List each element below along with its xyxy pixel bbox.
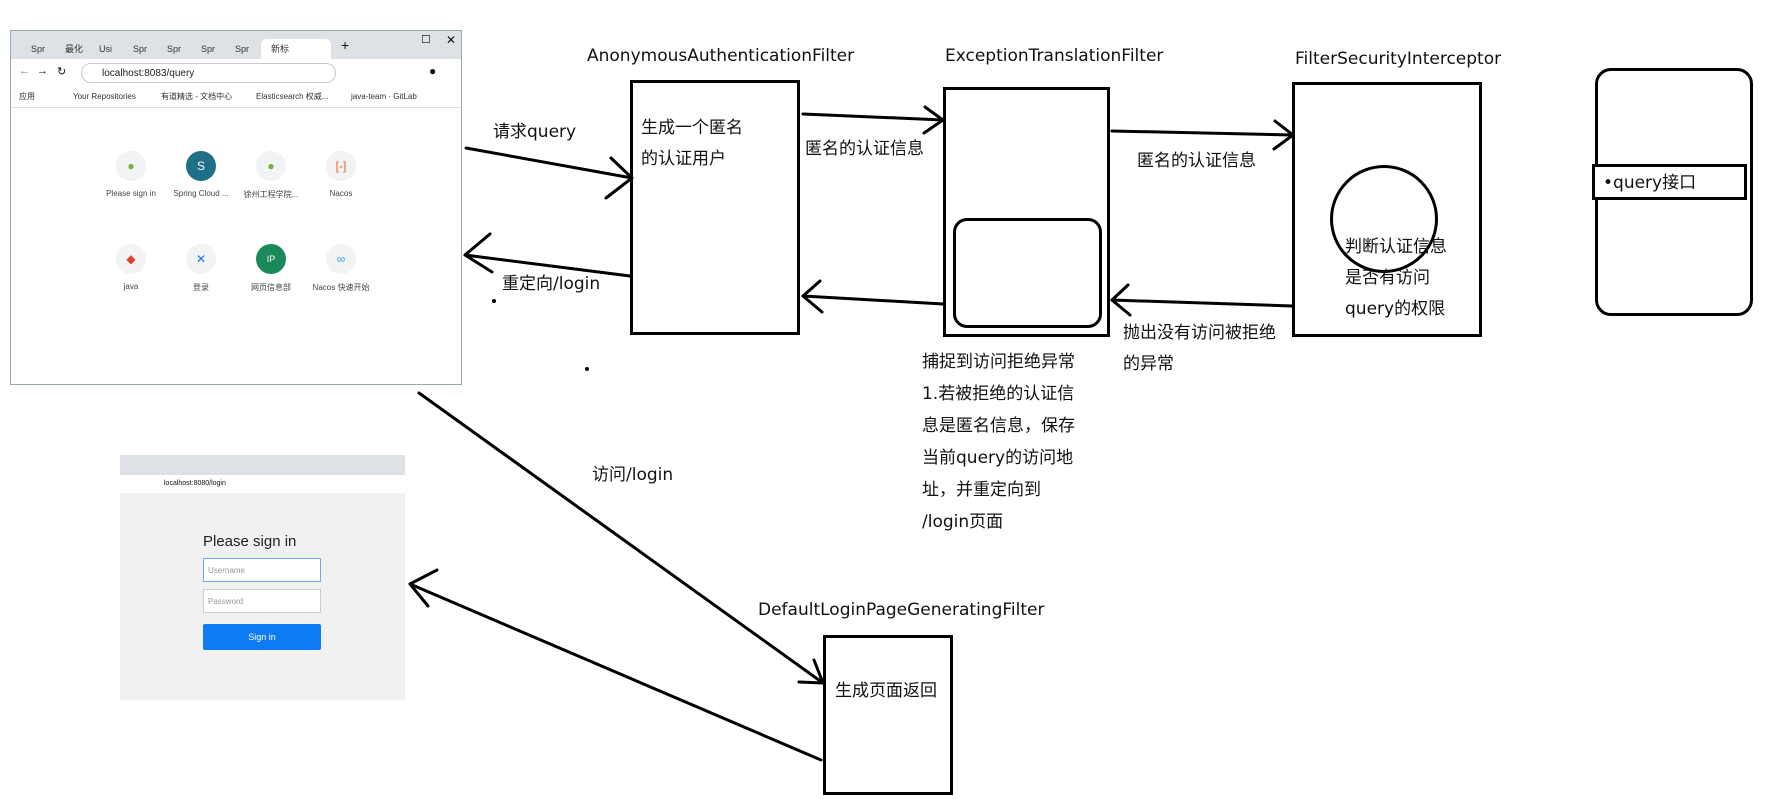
- shortcut-tile[interactable]: ◆java: [96, 244, 166, 291]
- exception-inner-handler: [953, 218, 1102, 328]
- browser-tab[interactable]: 最化: [65, 44, 84, 54]
- address-bar-row: localhost:8080/login: [120, 475, 405, 493]
- exception-filter-title: ExceptionTranslationFilter: [945, 46, 1164, 66]
- query-api-label: •query接口: [1603, 173, 1697, 193]
- arrow-request-query: [464, 146, 634, 200]
- edge-label-visit-login: 访问/login: [592, 465, 674, 485]
- arrow-anon-info-2: [1110, 119, 1295, 151]
- security-interceptor-body: 判断认证信息 是否有访问 query的权限: [1345, 237, 1447, 319]
- edge-label-anon-info: 匿名的认证信息: [1137, 151, 1256, 171]
- shortcut-tile[interactable]: ∞Nacos 快速开始: [306, 244, 376, 293]
- stray-dot: [492, 299, 496, 303]
- bookmark-item[interactable]: 应用: [19, 92, 35, 101]
- browser-tab-active[interactable]: 新标: [261, 39, 331, 59]
- browser-tab[interactable]: Usi: [99, 44, 112, 54]
- signin-button[interactable]: Sign in: [203, 624, 321, 650]
- browser-window-login: localhost:8080/login Please sign in User…: [120, 455, 405, 700]
- bookmark-item[interactable]: Elasticsearch 权威...: [256, 92, 329, 101]
- edge-label-anon-info: 匿名的认证信息: [805, 139, 924, 159]
- reload-icon[interactable]: ↻: [57, 66, 67, 78]
- browser-tab[interactable]: Spr: [235, 44, 250, 54]
- query-api-row: •query接口: [1592, 164, 1747, 200]
- shortcut-label: java: [123, 282, 139, 291]
- url-input[interactable]: localhost:8080/login: [164, 480, 226, 487]
- close-icon[interactable]: ✕: [446, 33, 457, 47]
- arrow-return-page: [408, 568, 823, 762]
- maximize-icon[interactable]: ☐: [421, 34, 431, 46]
- default-login-title: DefaultLoginPageGeneratingFilter: [758, 600, 1045, 620]
- exception-handling-note: 捕捉到访问拒绝异常 1.若被拒绝的认证信 息是匿名信息，保存 当前query的访…: [922, 352, 1075, 532]
- shortcut-label: Spring Cloud ...: [173, 189, 229, 198]
- shortcut-label: Nacos: [329, 189, 353, 198]
- password-field[interactable]: Password: [203, 589, 321, 613]
- tab-strip: Spr 最化 Usi Spr Spr Spr Spr 新标 + ☐ ✕: [11, 31, 461, 59]
- browser-window-query: Spr 最化 Usi Spr Spr Spr Spr 新标 + ☐ ✕ ← → …: [10, 30, 462, 385]
- shortcut-label: Nacos 快速开始: [312, 283, 370, 292]
- stray-dot: [585, 367, 589, 371]
- bookmark-item[interactable]: Your Repositories: [73, 92, 136, 101]
- shortcut-tile[interactable]: ●Please sign in: [96, 151, 166, 198]
- exception-filter-box: [943, 87, 1110, 337]
- arrow-anon-info-1: [801, 105, 945, 135]
- anonymous-filter-title: AnonymousAuthenticationFilter: [587, 46, 855, 66]
- shortcut-label: 徐州工程学院...: [243, 190, 299, 199]
- default-login-box: 生成页面返回: [823, 635, 953, 795]
- address-bar-row: ← → ↻ localhost:8083/query ●: [11, 59, 461, 87]
- edge-label-request-query: 请求query: [493, 122, 577, 142]
- query-api-box: •query接口: [1592, 68, 1753, 316]
- arrow-throw-denied: [1110, 283, 1294, 317]
- browser-tab[interactable]: Spr: [167, 44, 182, 54]
- url-input[interactable]: localhost:8083/query: [81, 63, 336, 83]
- username-field[interactable]: Username: [203, 558, 321, 582]
- signin-heading: Please sign in: [203, 533, 297, 550]
- forward-icon[interactable]: →: [37, 65, 48, 77]
- new-tab-icon[interactable]: +: [341, 37, 350, 53]
- anonymous-filter-body: 生成一个匿名 的认证用户: [641, 118, 743, 169]
- shortcut-tile[interactable]: ●徐州工程学院...: [236, 151, 306, 200]
- arrow-visit-login: [417, 391, 825, 685]
- browser-tab[interactable]: Spr: [31, 44, 46, 54]
- anonymous-filter-box: 生成一个匿名 的认证用户: [630, 80, 800, 335]
- edge-label-throw-denied: 抛出没有访问被拒绝 的异常: [1123, 323, 1276, 374]
- profile-icon[interactable]: ●: [429, 64, 437, 78]
- shortcut-label: 网页信息部: [251, 283, 291, 292]
- tab-strip: [120, 455, 405, 475]
- arrow-exception-back: [801, 279, 945, 314]
- decision-circle: [1330, 165, 1438, 273]
- shortcut-label: Please sign in: [106, 189, 156, 198]
- security-interceptor-title: FilterSecurityInterceptor: [1295, 49, 1502, 69]
- shortcut-label: 登录: [193, 283, 209, 292]
- shortcut-tile[interactable]: ✕登录: [166, 244, 236, 293]
- bookmark-item[interactable]: java-team · GitLab: [351, 92, 417, 101]
- bookmark-item[interactable]: 有道精选 - 文档中心: [161, 92, 233, 101]
- bookmarks-bar: 应用 Your Repositories 有道精选 - 文档中心 Elastic…: [11, 87, 461, 108]
- shortcut-tile[interactable]: [-]Nacos: [306, 151, 376, 198]
- browser-tab[interactable]: Spr: [133, 44, 148, 54]
- default-login-body: 生成页面返回: [835, 681, 937, 701]
- arrow-redirect-login: [463, 232, 632, 278]
- browser-tab[interactable]: Spr: [201, 44, 216, 54]
- security-interceptor-box: 判断认证信息 是否有访问 query的权限: [1292, 82, 1482, 337]
- back-icon[interactable]: ←: [19, 65, 30, 77]
- edge-label-redirect-login: 重定向/login: [502, 274, 601, 294]
